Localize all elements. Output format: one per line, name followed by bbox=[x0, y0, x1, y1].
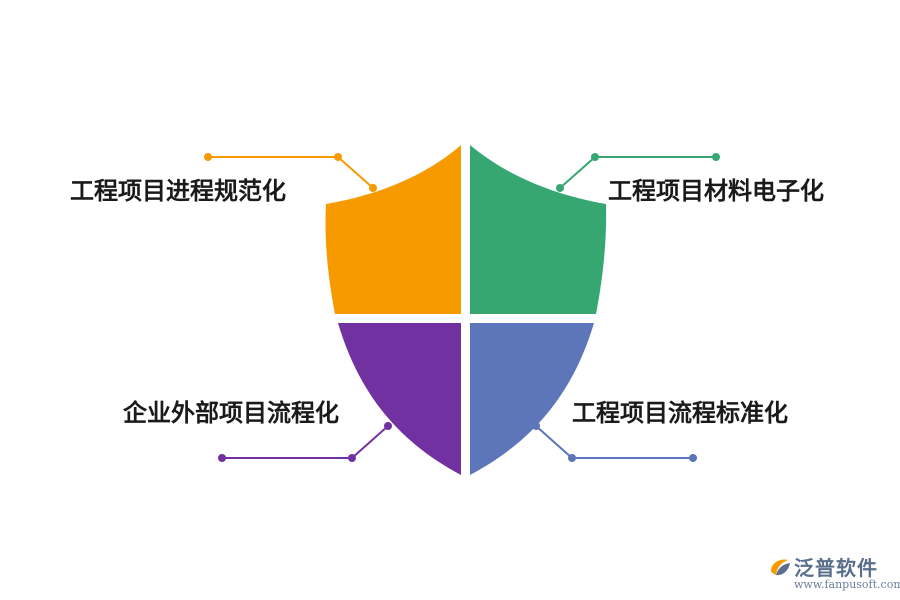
connector-top-left bbox=[204, 153, 377, 192]
quadrant-label-top-left: 工程项目进程规范化 bbox=[70, 177, 286, 205]
quadrant-label-bottom-right: 工程项目流程标准化 bbox=[572, 399, 788, 427]
watermark-brand-name: 泛普软件 bbox=[794, 556, 878, 580]
connector-bottom-left bbox=[218, 422, 392, 462]
shield-quadrant-bottom-right bbox=[470, 323, 594, 475]
connector-bottom-right bbox=[532, 422, 697, 462]
shield-quadrant-bottom-left bbox=[338, 323, 461, 475]
watermark-url: www.fanpusoft.com bbox=[794, 578, 900, 591]
fanpu-logo-icon bbox=[771, 559, 790, 576]
connector-top-right bbox=[556, 153, 720, 192]
quadrant-label-top-right: 工程项目材料电子化 bbox=[608, 177, 824, 205]
shield-quadrant-top-left bbox=[325, 145, 461, 314]
watermark: 泛普软件 www.fanpusoft.com bbox=[768, 552, 900, 596]
quadrant-label-bottom-left: 企业外部项目流程化 bbox=[123, 399, 339, 427]
shield-quadrant-top-right bbox=[470, 145, 607, 314]
